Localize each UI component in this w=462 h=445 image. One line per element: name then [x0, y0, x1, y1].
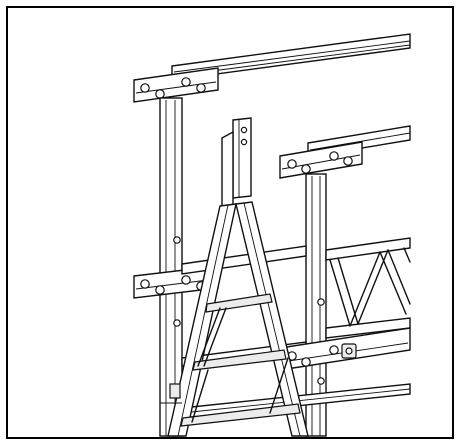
pin-hole — [173, 319, 181, 327]
pin-hole — [173, 236, 181, 244]
bolt-hole — [301, 357, 311, 367]
truss — [325, 237, 411, 339]
drawing-frame: .ln { stroke: #111; stroke-width: 1.4; f… — [6, 6, 454, 439]
clamp-icon — [345, 347, 353, 355]
upper-right-beam — [279, 125, 411, 179]
bolt-hole — [181, 77, 191, 87]
lower-left-details — [160, 383, 182, 404]
bolt-hole — [140, 279, 150, 289]
middle-left-bracket — [133, 265, 219, 299]
top-beam — [133, 33, 411, 103]
bolt-hole — [155, 89, 165, 99]
bolt-hole — [140, 83, 150, 93]
bolt-hole — [196, 83, 206, 93]
right-post — [305, 173, 327, 437]
pin-hole — [317, 377, 325, 385]
ladder — [167, 117, 309, 437]
hanger-hole — [240, 138, 248, 146]
bolt-hole — [329, 345, 339, 355]
bolt-hole — [301, 164, 311, 174]
technical-illustration: .ln { stroke: #111; stroke-width: 1.4; f… — [133, 33, 411, 437]
hanger-hole — [240, 126, 248, 134]
bolt-hole — [343, 156, 353, 166]
pin-hole — [317, 298, 325, 306]
bolt-hole — [329, 151, 339, 161]
bolt-hole — [287, 159, 297, 169]
bolt-hole — [155, 285, 165, 295]
bolt-hole — [181, 275, 191, 285]
